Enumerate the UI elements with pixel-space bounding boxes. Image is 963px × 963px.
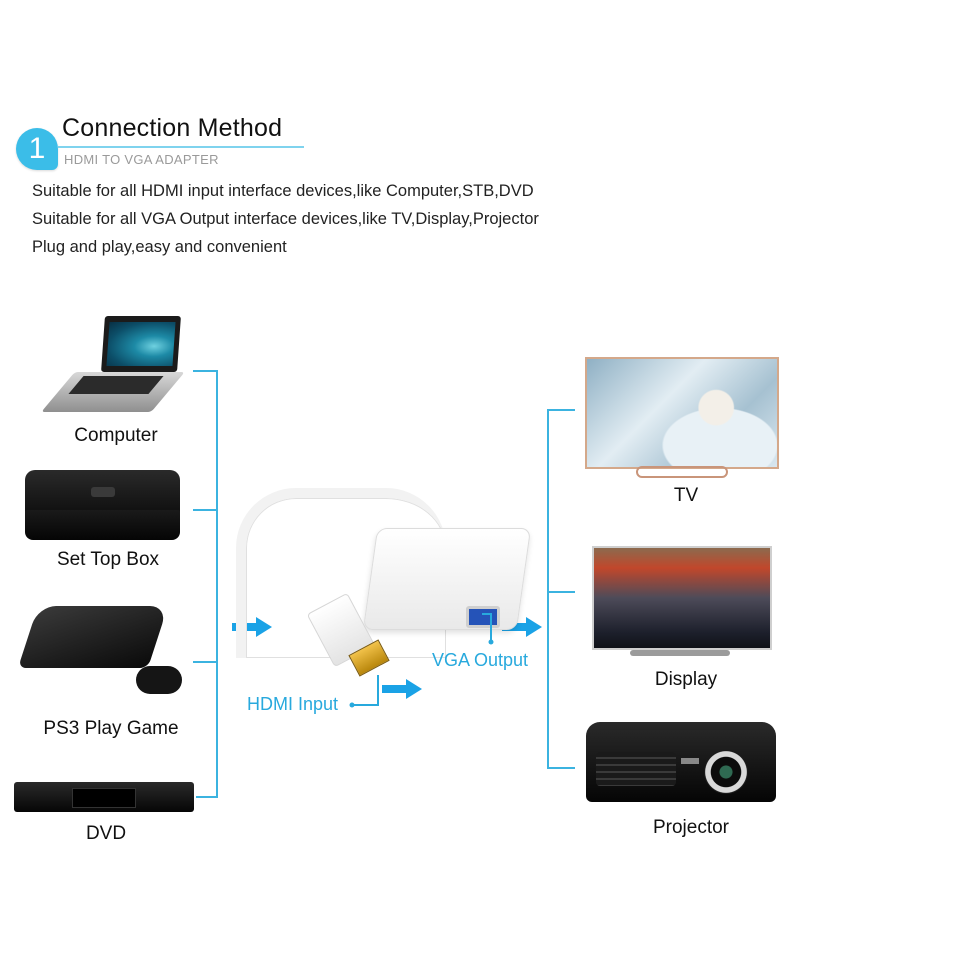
bracket-tick <box>547 409 575 411</box>
bracket-tick <box>547 591 575 593</box>
device-label: DVD <box>85 823 127 844</box>
gamepad-icon <box>136 666 182 694</box>
monitor-stand <box>630 650 730 656</box>
description-line: Plug and play,easy and convenient <box>32 238 287 256</box>
arrow-right-icon <box>502 617 542 637</box>
projector-icon <box>586 722 776 802</box>
tv-stand <box>636 466 728 478</box>
tv-icon <box>585 357 779 469</box>
bracket-tick <box>196 796 217 798</box>
title-underline <box>58 146 304 148</box>
device-label: TV <box>673 485 699 506</box>
device-label: Computer <box>74 425 158 446</box>
arrow-right-icon <box>382 679 422 699</box>
callout-lines <box>349 613 494 708</box>
device-label: Display <box>654 669 718 690</box>
laptop-keyboard <box>68 376 164 394</box>
device-label: PS3 Play Game <box>43 718 179 739</box>
hdmi-input-label: HDMI Input <box>247 694 339 714</box>
description-line: Suitable for all HDMI input interface de… <box>32 182 534 200</box>
set-top-box-icon <box>25 470 180 540</box>
bracket-tick <box>193 509 217 511</box>
device-label: Set Top Box <box>56 549 160 570</box>
bracket-tick <box>193 370 217 372</box>
adapter-cable <box>236 488 446 658</box>
laptop-icon <box>101 316 181 372</box>
device-label: Projector <box>652 817 730 838</box>
step-badge: 1 <box>16 128 58 170</box>
dvd-player-icon <box>14 782 194 812</box>
bracket-tick <box>547 767 575 769</box>
section-title: Connection Method <box>62 114 283 142</box>
game-console-icon <box>17 606 182 694</box>
bracket-vertical <box>547 409 549 769</box>
bracket-tick <box>193 661 217 663</box>
bracket-vertical <box>216 370 218 798</box>
vga-output-label: VGA Output <box>432 650 529 670</box>
description-line: Suitable for all VGA Output interface de… <box>32 210 539 228</box>
section-subtitle: HDMI TO VGA ADAPTER <box>64 152 219 167</box>
monitor-icon <box>592 546 772 650</box>
